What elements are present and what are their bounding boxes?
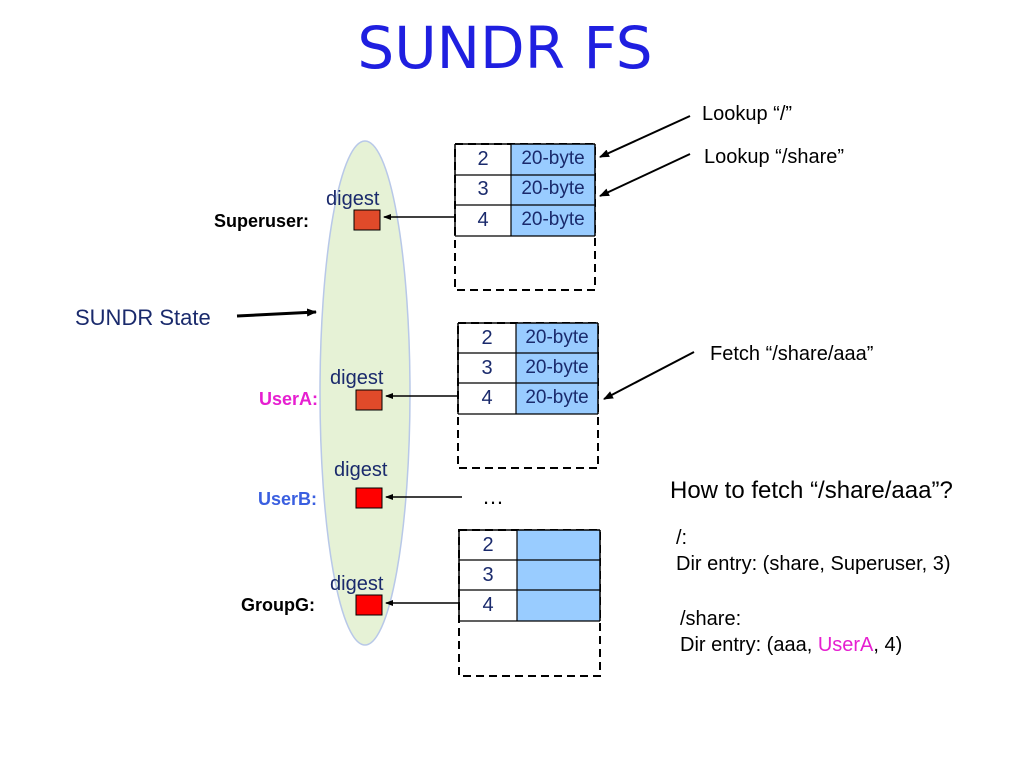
dir-entry-root: /: Dir entry: (share, Superuser, 3) bbox=[676, 525, 951, 577]
superuser-label: Superuser: bbox=[214, 211, 310, 231]
table2-row1-val: 20-byte bbox=[525, 327, 589, 348]
page-title: SUNDR FS bbox=[357, 14, 653, 82]
groupg-dir-table bbox=[458, 529, 601, 677]
usera-label: UserA: bbox=[259, 389, 319, 409]
table1-row1-val: 20-byte bbox=[521, 148, 585, 169]
dir-entry-root-text: Dir entry: (share, Superuser, 3) bbox=[676, 551, 951, 577]
sundr-state-label: SUNDR State bbox=[75, 305, 211, 330]
usera-digest-box bbox=[355, 389, 383, 411]
table1-row3-num: 4 bbox=[477, 209, 489, 231]
lookup-share-arrow bbox=[599, 153, 691, 197]
lookup-share-label: Lookup “/share” bbox=[704, 146, 845, 168]
table2-row3-val: 20-byte bbox=[525, 387, 589, 408]
groupg-label: GroupG: bbox=[241, 595, 315, 615]
fetch-aaa-label: Fetch “/share/aaa” bbox=[710, 343, 874, 365]
superuser-dir-table bbox=[454, 143, 596, 291]
table3-row3-num: 4 bbox=[482, 594, 494, 616]
table3-row1-num: 2 bbox=[482, 534, 494, 556]
groupg-digest-box bbox=[355, 594, 383, 616]
dir-entry-root-prefix: Dir entry: (share, Superuser, 3) bbox=[676, 553, 951, 575]
dir-entry-share-path: /share: bbox=[680, 608, 742, 630]
dir-entry-share: /share: Dir entry: (aaa, UserA, 4) bbox=[680, 606, 902, 658]
sundr-state-arrow bbox=[236, 308, 317, 318]
lookup-root-label: Lookup “/” bbox=[702, 103, 793, 125]
dir-entry-share-suffix: , 4) bbox=[873, 634, 903, 656]
dir-entry-share-user: UserA bbox=[817, 634, 874, 656]
superuser-digest-label: digest bbox=[326, 188, 380, 210]
table2-row3-num: 4 bbox=[481, 387, 493, 409]
table2-row1-num: 2 bbox=[481, 327, 493, 349]
table2-row2-val: 20-byte bbox=[525, 357, 589, 378]
usera-dir-table bbox=[457, 322, 599, 469]
fetch-aaa-arrow bbox=[603, 351, 695, 400]
dir-entry-share-prefix: Dir entry: (aaa, bbox=[680, 634, 818, 656]
table3-row2-num: 3 bbox=[482, 564, 494, 586]
groupg-digest-label: digest bbox=[330, 573, 384, 595]
dir-entry-root-path: /: bbox=[676, 527, 688, 549]
table2-row2-num: 3 bbox=[481, 357, 493, 379]
userb-digest-box bbox=[355, 487, 383, 509]
table1-row1-num: 2 bbox=[477, 148, 489, 170]
userb-label: UserB: bbox=[258, 489, 318, 509]
question-text: How to fetch “/share/aaa”? bbox=[670, 477, 953, 504]
table1-row2-val: 20-byte bbox=[521, 178, 585, 199]
usera-digest-label: digest bbox=[330, 367, 384, 389]
table1-row2-num: 3 bbox=[477, 178, 489, 200]
userb-digest-label: digest bbox=[334, 459, 388, 481]
dir-entry-share-text: Dir entry: (aaa, UserA, 4) bbox=[680, 632, 902, 658]
lookup-root-arrow bbox=[599, 115, 691, 158]
superuser-digest-box bbox=[353, 209, 381, 231]
table1-row3-val: 20-byte bbox=[521, 209, 585, 230]
userb-ellipsis: … bbox=[482, 484, 504, 509]
